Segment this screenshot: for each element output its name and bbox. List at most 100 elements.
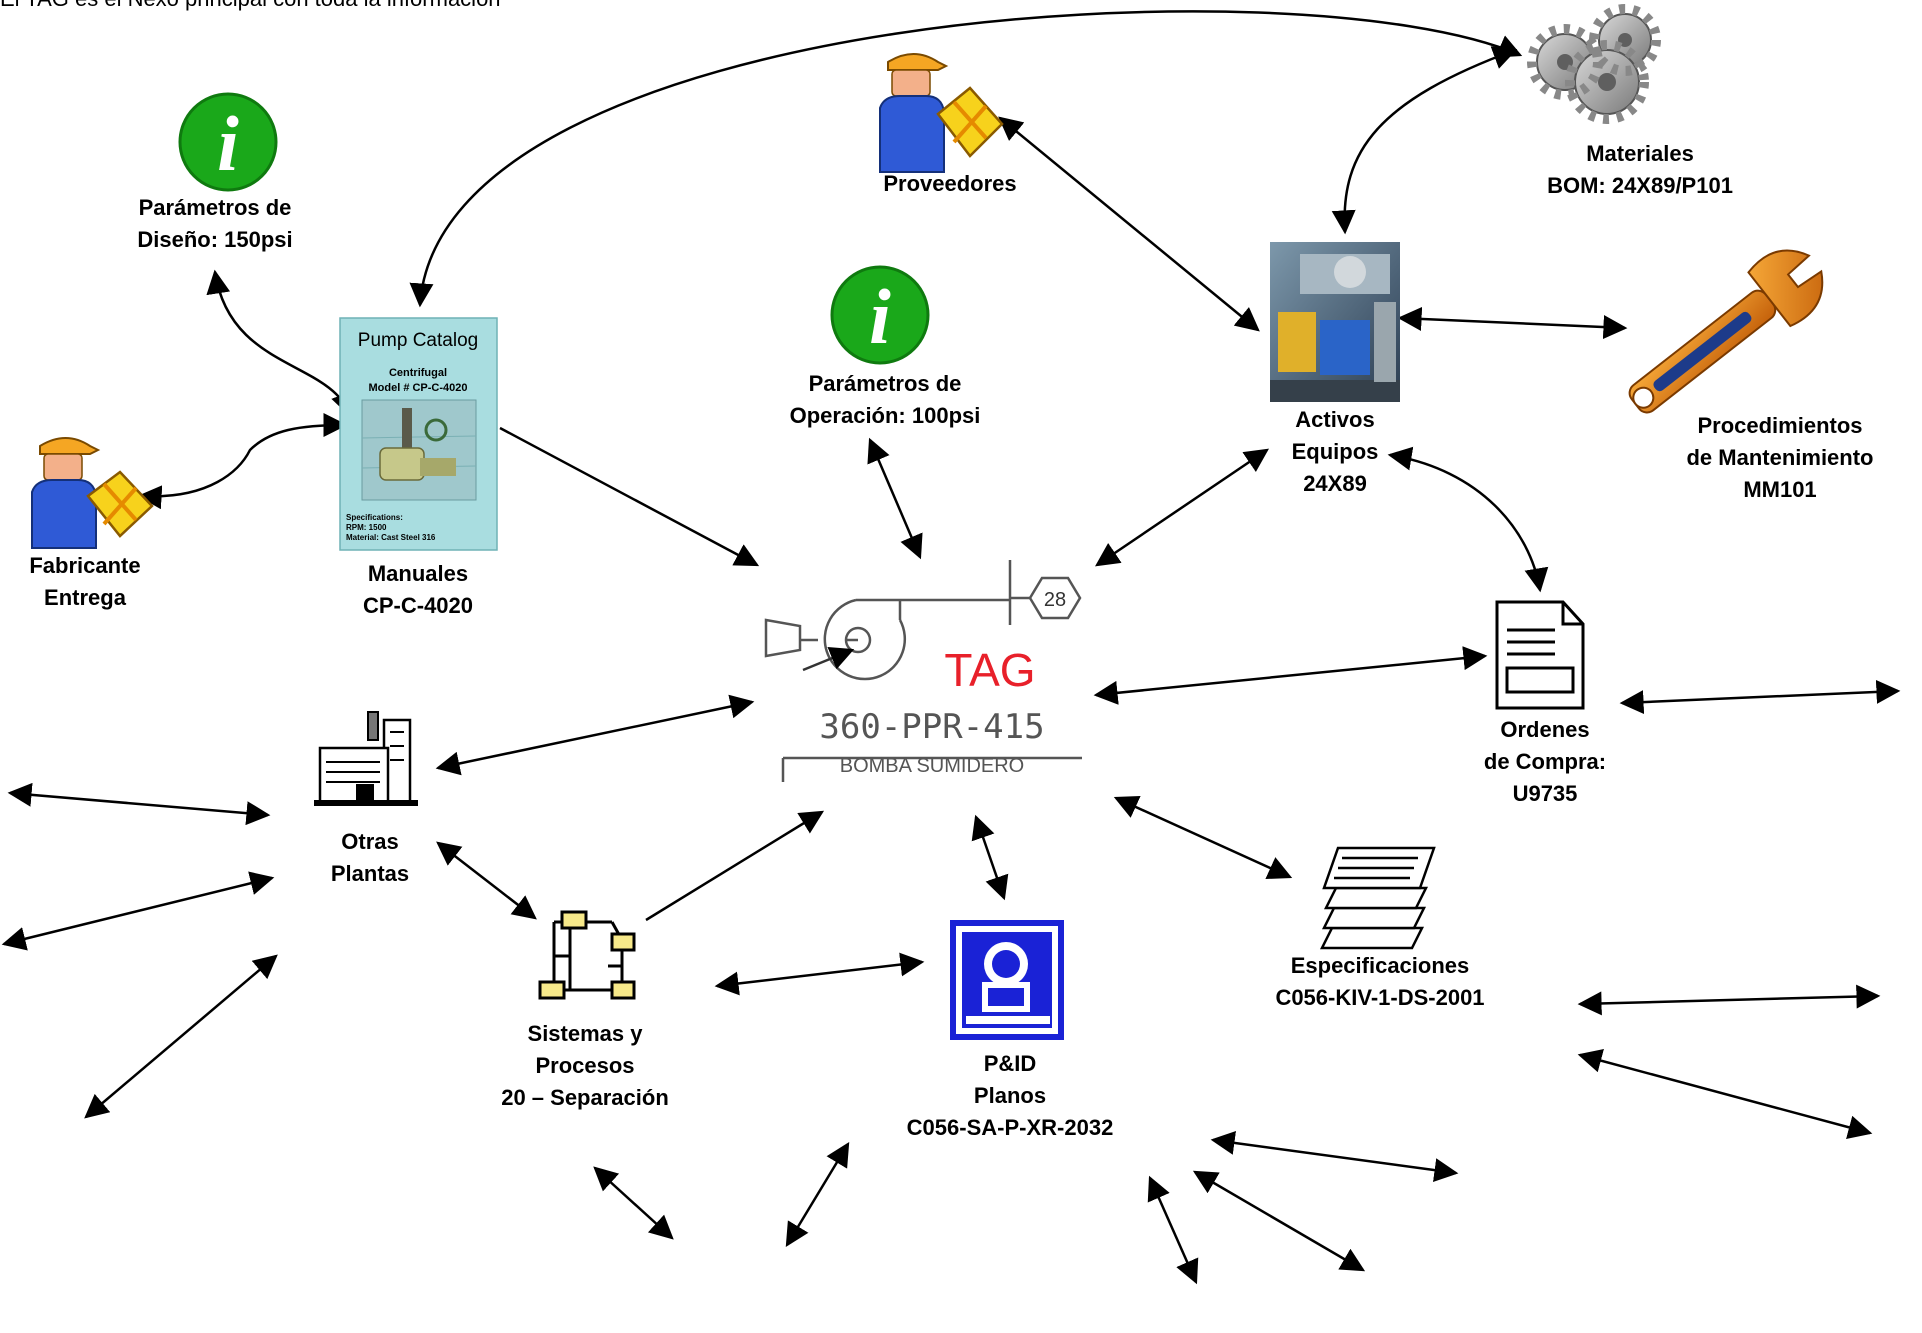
connector-diseno-manuales [206,269,354,418]
node-label-line: Planos [973,1083,1047,1108]
connector-otras-tag [435,694,755,776]
factory-icon [314,711,418,806]
connector-bottom2 [785,1141,850,1248]
connector-otras-sistemas [436,841,537,920]
node-label-line: Procesos [535,1053,635,1078]
catalog-cover: Pump Catalog Centrifugal Model # CP-C-40… [339,317,498,551]
connector-otras-left2 [1,871,275,951]
info-icon: i [830,265,930,365]
documents-stack-icon [1319,846,1436,950]
node-label-line: Ordenes [1500,717,1590,742]
connector-tag-pid [971,814,1009,901]
node-pid: P&ID Planos C056-SA-P-XR-2032 [885,1048,1135,1144]
gears-icon [1527,4,1661,124]
connector-bottom3 [1147,1175,1199,1285]
worker-icon [879,53,1004,173]
catalog-spec3: Material: Cast Steel 316 [346,533,436,542]
catalog-title: Pump Catalog [358,330,478,351]
node-ordenes: Ordenes de Compra: U9735 [1445,714,1645,810]
header-text: El TAG es el Nexo principal con toda la … [0,0,501,12]
worker-icon [31,437,154,549]
connector-bottom4 [1192,1170,1366,1272]
node-label-line: 24X89 [1303,471,1367,496]
node-label-line: U9735 [1512,781,1578,806]
node-label-line: Equipos [1291,439,1379,464]
connector-sistemas-pid [714,952,925,996]
node-label-line: 20 – Separación [501,1085,669,1110]
tag-label: TAG [944,644,1035,696]
node-label-line: Fabricante [29,553,141,578]
node-label-line: Activos [1295,407,1375,432]
connector-sistemas-tag [645,810,825,922]
connector-bottom5 [1210,1131,1459,1182]
info-icon: i [178,92,278,192]
connector-ordenes-right [1619,679,1901,715]
wrench-icon [1628,249,1824,414]
node-label-line: C056-KIV-1-DS-2001 [1275,985,1485,1010]
node-label-line: Operación: 100psi [789,403,981,428]
connector-tag-ordenes [1093,646,1488,705]
document-icon [1495,600,1585,710]
node-sistemas: Sistemas y Procesos 20 – Separación [470,1018,700,1114]
tag-number: 360-PPR-415 [819,707,1044,747]
node-label-line: Procedimientos [1697,413,1863,438]
node-label-line: de Mantenimiento [1686,445,1874,470]
node-label-line: Sistemas y [527,1021,643,1046]
node-especificaciones: Especificaciones C056-KIV-1-DS-2001 [1250,950,1510,1014]
node-label-line: Manuales [367,561,469,586]
svg-text:i: i [217,100,239,187]
connector-bottom1 [593,1166,674,1240]
flowchart-icon [538,910,636,1000]
connector-operacion-tag [867,437,923,560]
node-proveedores: Proveedores [850,168,1050,200]
node-label-line: Materiales [1586,141,1694,166]
node-label-line: Otras [341,829,399,854]
catalog-line1: Centrifugal [389,367,447,379]
node-manuales: Manuales CP-C-4020 [318,558,518,622]
svg-text:i: i [869,273,891,360]
connector-materiales-activos [1331,46,1518,235]
node-mantenimiento: Procedimientos de Mantenimiento MM101 [1660,410,1900,506]
node-label-line: MM101 [1743,477,1817,502]
node-label-line: Entrega [44,585,126,610]
node-fabricante: Fabricante Entrega [0,550,170,614]
connector-otras-left3 [84,954,278,1119]
node-label-line: Proveedores [883,171,1017,196]
connector-activos-tag [1095,448,1269,567]
connector-espec-right2 [1577,1049,1873,1139]
node-label-line: C056-SA-P-XR-2032 [906,1115,1114,1140]
connector-otras-left1 [7,782,271,826]
connector-activos-ordenes [1387,446,1549,593]
node-label-line: Diseño: 150psi [137,227,293,252]
node-parametros-operacion: Parámetros de Operación: 100psi [745,368,1025,432]
pump-photo [1270,242,1400,402]
tag-description: BOMBA SUMIDERO [840,755,1024,777]
connector-proveedores-activos [998,116,1260,332]
node-label-line: Parámetros de [138,195,292,220]
node-label-line: CP-C-4020 [362,593,474,618]
connectors [1,10,1901,1285]
node-parametros-diseno: Parámetros de Diseño: 150psi [115,192,315,256]
catalog-line2: Model # CP-C-4020 [368,382,467,394]
node-otras-plantas: Otras Plantas [300,826,440,890]
node-materiales: Materiales BOM: 24X89/P101 [1510,138,1770,202]
connector-fabricante-manuales [137,413,348,510]
connector-tag-especificaciones [1113,796,1293,879]
node-label-line: Parámetros de [808,371,962,396]
pump-symbol [764,560,1082,782]
blueprint-icon [950,920,1064,1040]
catalog-spec1: Specifications: [346,513,403,522]
connector-activos-mantenimiento [1397,306,1628,340]
node-activos: Activos Equipos 24X89 [1235,404,1435,500]
node-label-line: Especificaciones [1290,953,1470,978]
catalog-spec2: RPM: 1500 [346,523,387,532]
connector-manuales-tag [499,426,760,567]
connector-espec-right1 [1577,984,1881,1016]
hex-tag-number: 28 [1044,589,1066,611]
node-label-line: P&ID [983,1051,1037,1076]
node-label-line: Plantas [330,861,410,886]
node-label-line: de Compra: [1483,749,1607,774]
connector-catalog-materiales [409,10,1523,308]
